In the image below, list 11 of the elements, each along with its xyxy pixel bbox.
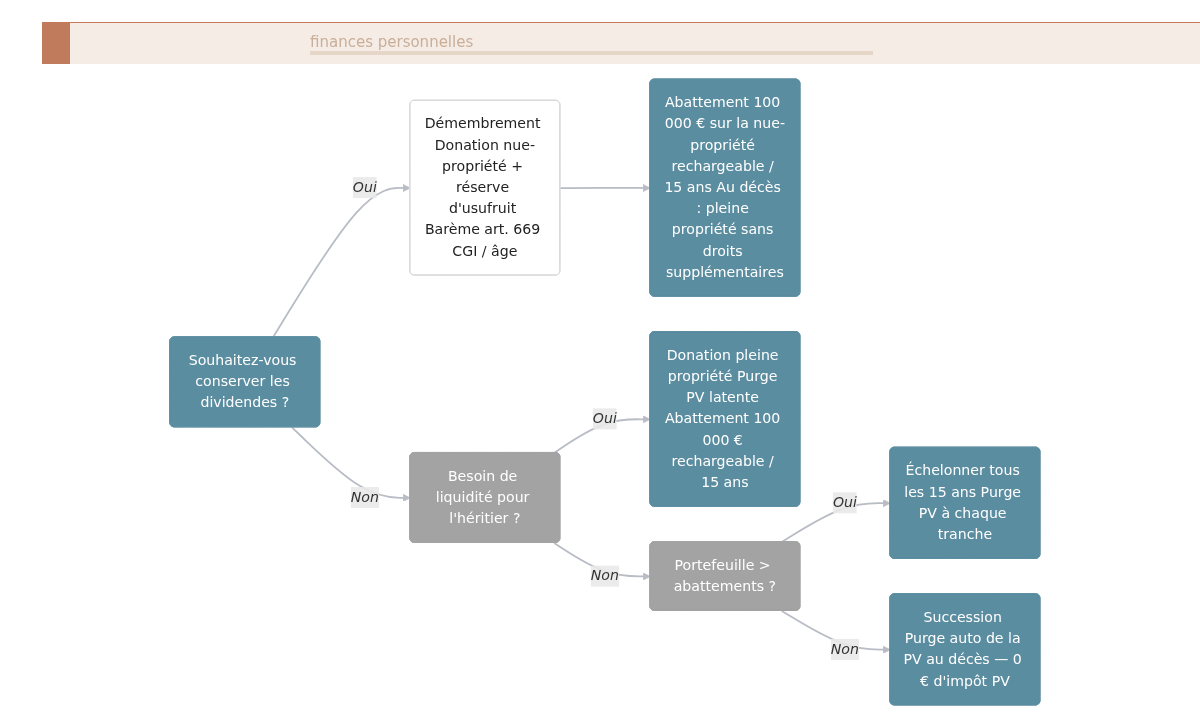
- tagline: finances personnelles: [310, 33, 874, 55]
- edge-label: Oui: [833, 493, 858, 511]
- edge-label: Oui: [352, 178, 377, 196]
- arrow: [291, 426, 411, 502]
- edge-label: Non: [830, 640, 860, 658]
- edge-label: Non: [590, 567, 620, 584]
- arrow: [559, 184, 651, 192]
- arrow: [553, 415, 651, 454]
- edge-label: Non: [350, 488, 380, 506]
- arrow: [780, 499, 891, 543]
- edge-label: Oui: [593, 410, 617, 427]
